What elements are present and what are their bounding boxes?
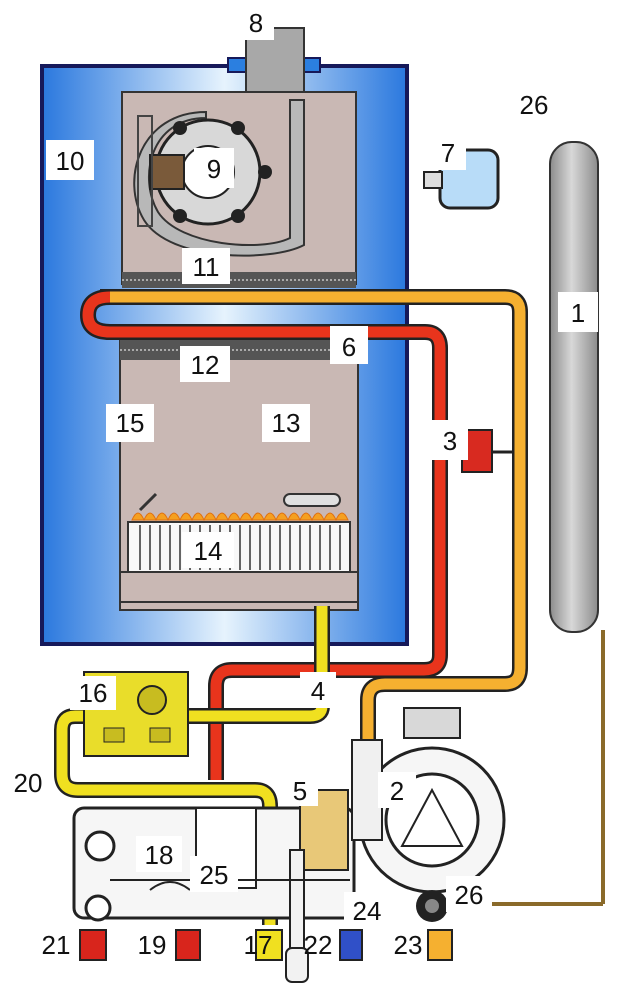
svg-text:7: 7 [441, 138, 455, 168]
svg-text:26: 26 [520, 90, 549, 120]
svg-text:24: 24 [353, 896, 382, 926]
label-26-bottom: 26 [446, 876, 492, 912]
svg-text:16: 16 [79, 678, 108, 708]
label-8: 8 [238, 4, 274, 40]
label-3: 3 [432, 420, 468, 460]
svg-text:6: 6 [342, 332, 356, 362]
svg-text:8: 8 [249, 8, 263, 38]
flue-outlet [245, 27, 305, 99]
svg-text:2: 2 [390, 776, 404, 806]
burner [119, 492, 359, 603]
svg-text:11: 11 [193, 252, 220, 282]
svg-text:19: 19 [138, 930, 167, 960]
label-23: 23 [394, 930, 423, 960]
svg-text:18: 18 [145, 840, 174, 870]
label-16: 16 [70, 676, 116, 710]
heat-exchanger-lower [120, 340, 358, 360]
svg-text:25: 25 [200, 860, 229, 890]
svg-text:1: 1 [571, 298, 585, 328]
label-9: 9 [194, 148, 234, 188]
label-20: 20 [6, 764, 50, 800]
connection-23 [427, 929, 453, 961]
label-17: 17 [244, 930, 273, 960]
connection-17 [255, 929, 283, 961]
label-18: 18 [136, 836, 182, 872]
label-7: 7 [430, 136, 466, 170]
expansion-vessel [549, 141, 599, 633]
svg-text:23: 23 [394, 930, 423, 960]
label-5: 5 [282, 772, 318, 806]
svg-text:4: 4 [311, 676, 325, 706]
flow-pipe [82, 291, 446, 780]
connection-19 [175, 929, 201, 961]
svg-text:20: 20 [14, 768, 43, 798]
label-15: 15 [106, 404, 154, 442]
svg-text:12: 12 [191, 350, 220, 380]
connection-22 [339, 929, 363, 961]
label-24: 24 [344, 892, 390, 928]
label-14: 14 [182, 532, 234, 568]
label-12: 12 [180, 346, 230, 382]
label-25: 25 [190, 856, 238, 892]
gas-pipe [56, 606, 328, 925]
label-11: 11 [182, 248, 230, 284]
svg-text:14: 14 [194, 536, 223, 566]
svg-text:5: 5 [293, 776, 307, 806]
label-26-top: 26 [520, 90, 549, 120]
return-pipe [100, 291, 526, 760]
svg-text:13: 13 [272, 408, 301, 438]
svg-text:17: 17 [244, 930, 273, 960]
connection-21 [79, 929, 107, 961]
label-21: 21 [42, 930, 71, 960]
label-6: 6 [330, 326, 368, 364]
svg-text:3: 3 [443, 426, 457, 456]
svg-text:22: 22 [304, 930, 333, 960]
label-10: 10 [46, 140, 94, 180]
label-13: 13 [262, 404, 310, 442]
label-4: 4 [300, 672, 336, 708]
svg-text:10: 10 [56, 146, 85, 176]
label-22: 22 [304, 930, 333, 960]
svg-text:15: 15 [116, 408, 145, 438]
svg-text:26: 26 [455, 880, 484, 910]
label-2: 2 [378, 772, 416, 808]
fan-motor [149, 154, 185, 190]
svg-text:9: 9 [207, 154, 221, 184]
svg-text:21: 21 [42, 930, 71, 960]
label-1: 1 [558, 292, 598, 332]
label-19: 19 [138, 930, 167, 960]
